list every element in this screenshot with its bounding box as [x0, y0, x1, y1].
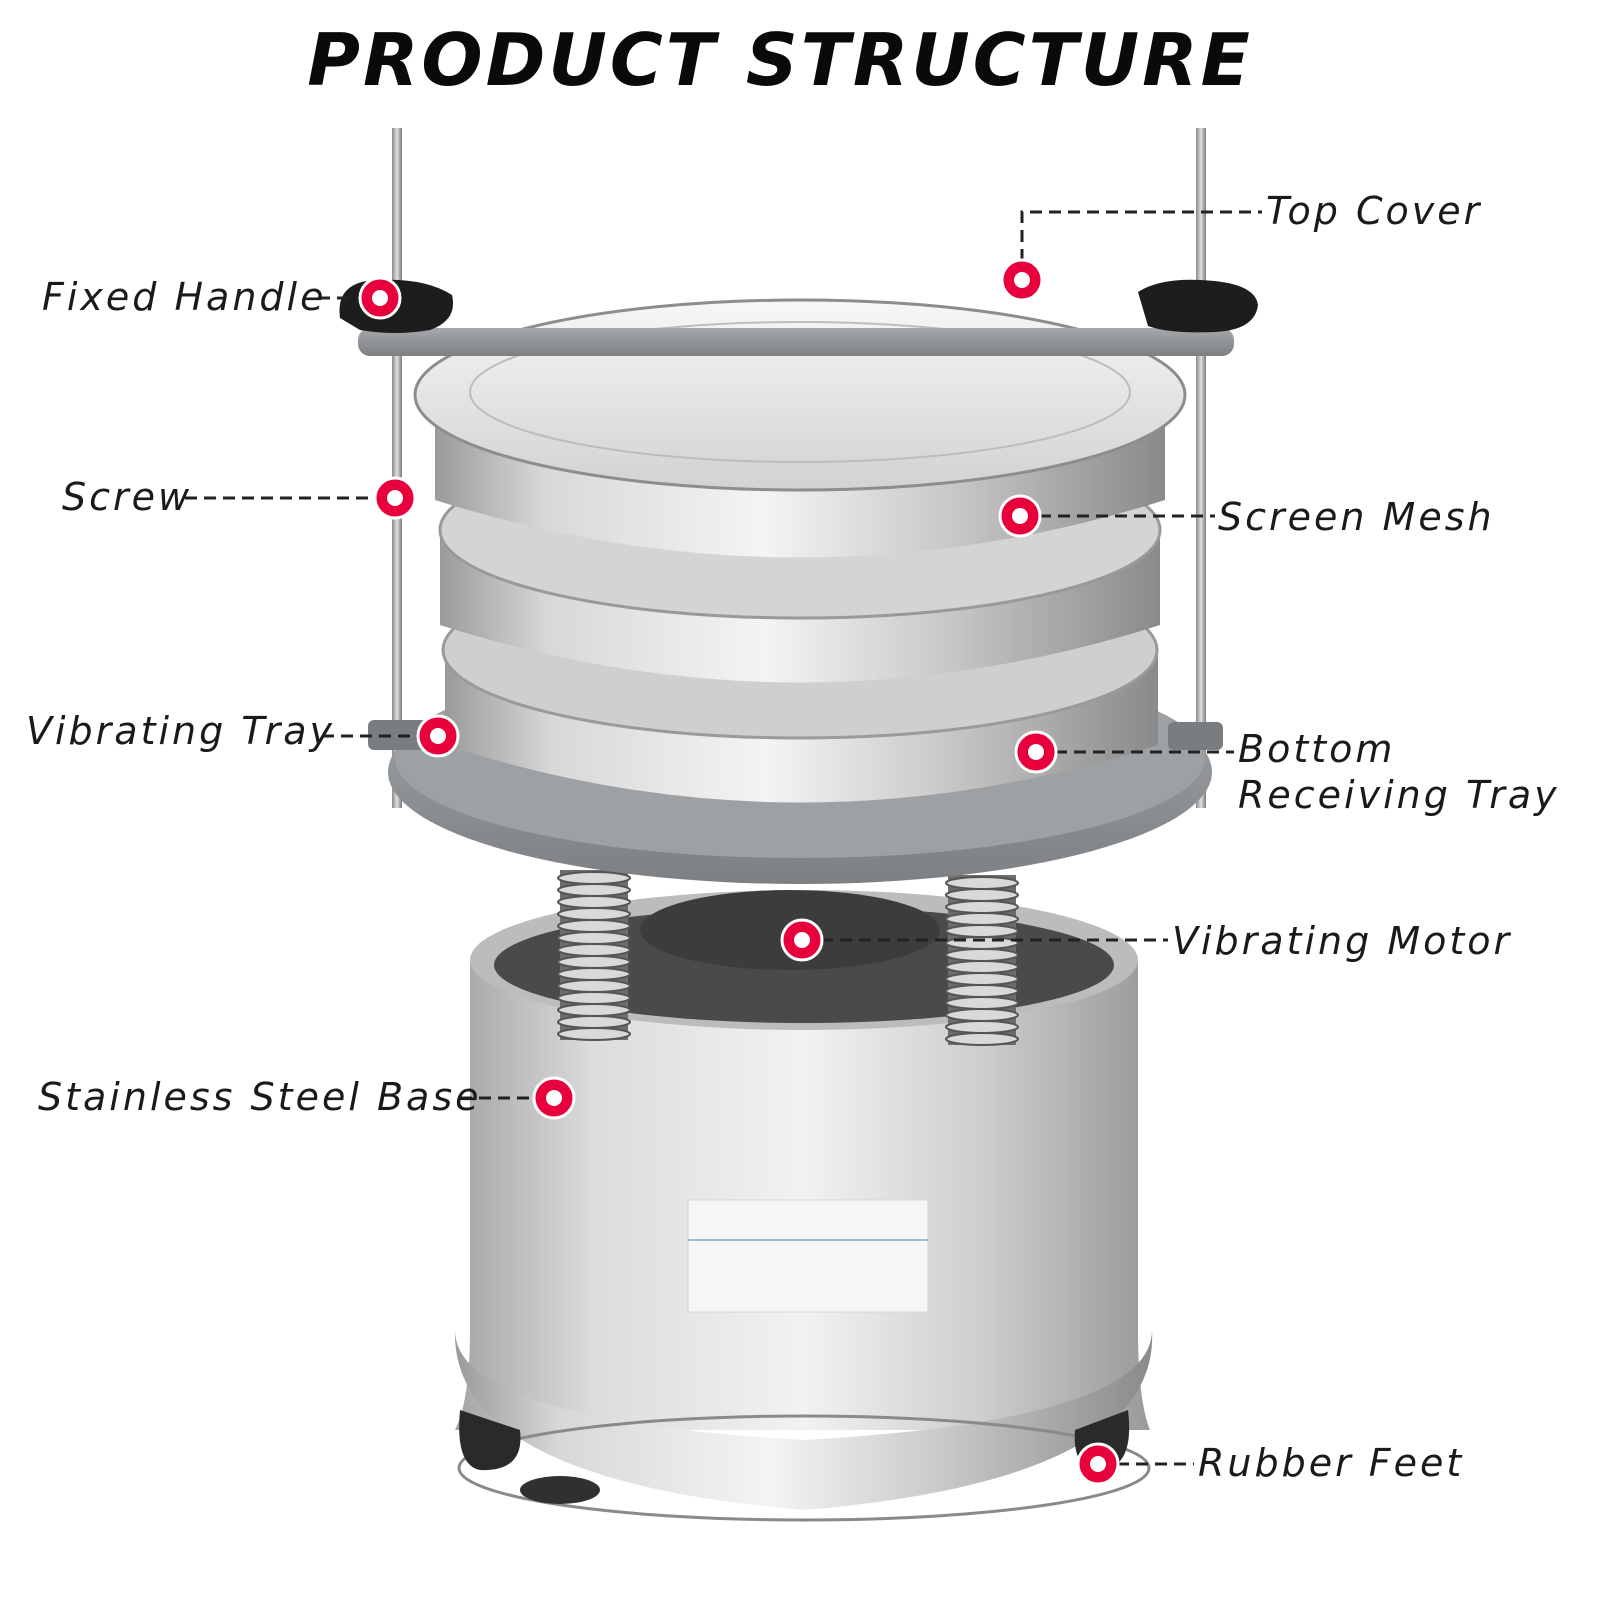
marker-screen-mesh	[998, 494, 1042, 538]
spring-coil	[945, 984, 1019, 998]
spring-coil	[945, 960, 1019, 974]
spring-coil	[557, 967, 631, 981]
leader-line-top-cover	[1020, 210, 1262, 280]
spring-coil	[557, 907, 631, 921]
spring-coil	[557, 895, 631, 909]
nameplate	[687, 1199, 929, 1313]
spring-coil	[557, 943, 631, 957]
spring-coil	[945, 876, 1019, 890]
spring-coil	[945, 948, 1019, 962]
callout-markers	[358, 258, 1120, 1486]
spring-coil	[945, 1020, 1019, 1034]
top-cross-bar	[358, 328, 1234, 356]
spring-coil	[557, 955, 631, 969]
marker-rubber-feet	[1076, 1442, 1120, 1486]
spring-coil	[557, 871, 631, 885]
spring-coil	[557, 991, 631, 1005]
marker-top-cover	[1000, 258, 1044, 302]
spring-coil	[557, 931, 631, 945]
left-screw-rod	[392, 128, 402, 808]
spring-coil	[945, 924, 1019, 938]
spring-coil	[557, 1027, 631, 1041]
label-rubber-feet: Rubber Feet	[1198, 1441, 1465, 1485]
sieve-stack	[413, 298, 1187, 803]
marker-stainless-steel-base	[532, 1076, 576, 1120]
spring-coil	[945, 888, 1019, 902]
label-stainless-steel-base: Stainless Steel Base	[38, 1075, 482, 1119]
label-screw: Screw	[62, 475, 193, 519]
spring-coil	[557, 979, 631, 993]
label-fixed-handle: Fixed Handle	[42, 275, 327, 319]
marker-vibrating-tray	[416, 714, 460, 758]
spring-coil	[945, 996, 1019, 1010]
label-vibrating-motor: Vibrating Motor	[1172, 919, 1513, 963]
label-bottom-receiving-tray-line2: Receiving Tray	[1238, 773, 1560, 817]
marker-fixed-handle	[358, 276, 402, 320]
page-title: PRODUCT STRUCTURE	[307, 18, 1253, 102]
label-top-cover: Top Cover	[1266, 189, 1483, 233]
label-bottom-receiving-tray-line1: Bottom	[1238, 727, 1396, 771]
spring-coil	[557, 883, 631, 897]
marker-bottom-receiving-tray	[1014, 730, 1058, 774]
spring-coil	[945, 1032, 1019, 1046]
spring-coil	[945, 1008, 1019, 1022]
marker-screw	[373, 476, 417, 520]
spring-coil	[557, 1015, 631, 1029]
spring-coil	[945, 972, 1019, 986]
marker-vibrating-motor	[780, 918, 824, 962]
label-vibrating-tray: Vibrating Tray	[26, 709, 335, 753]
spring-coil	[557, 919, 631, 933]
spring-coil	[945, 900, 1019, 914]
spring-coil	[945, 912, 1019, 926]
right-screw-rod	[1196, 128, 1206, 808]
spring-coil	[557, 1003, 631, 1017]
label-screen-mesh: Screen Mesh	[1218, 495, 1495, 539]
